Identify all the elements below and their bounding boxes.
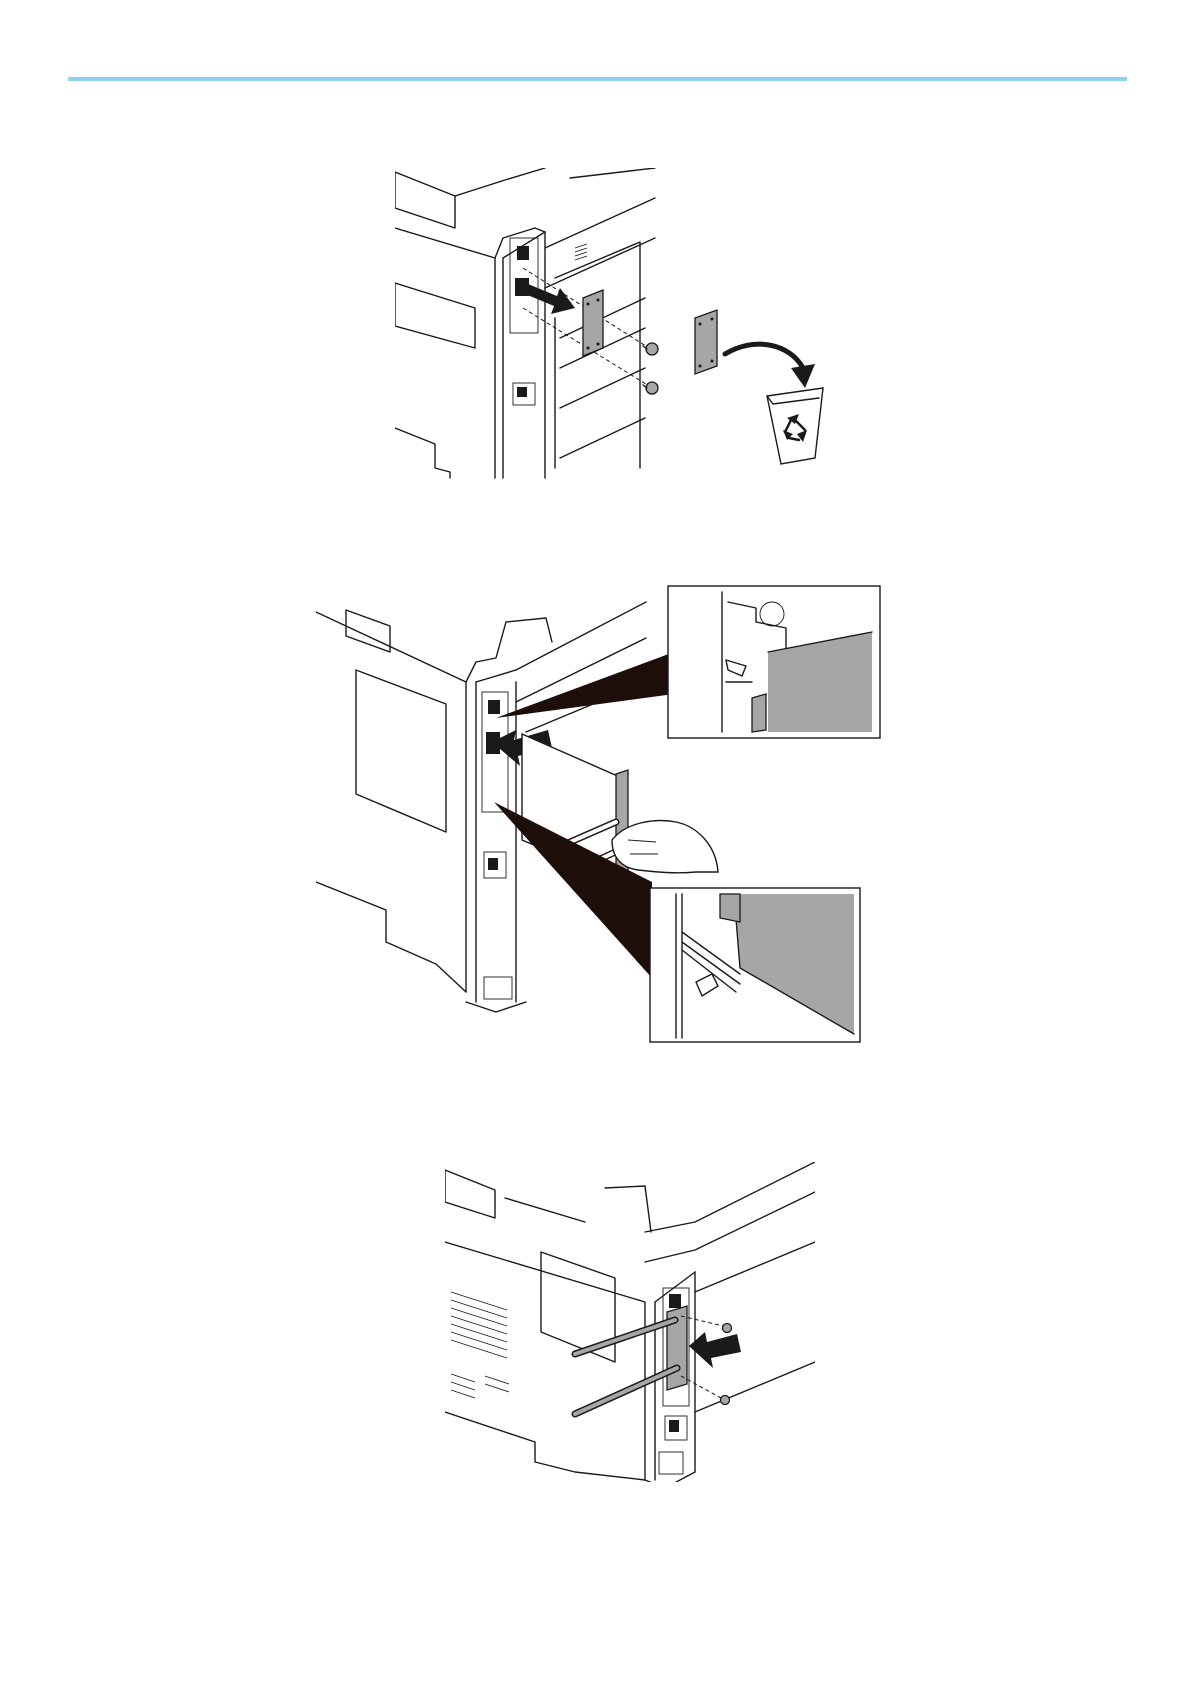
insert-option-card-illustration <box>316 582 940 1072</box>
header-rule <box>68 77 1127 81</box>
remove-slot-cover-illustration <box>395 168 865 494</box>
fasten-card-screws-illustration <box>445 1162 815 1482</box>
